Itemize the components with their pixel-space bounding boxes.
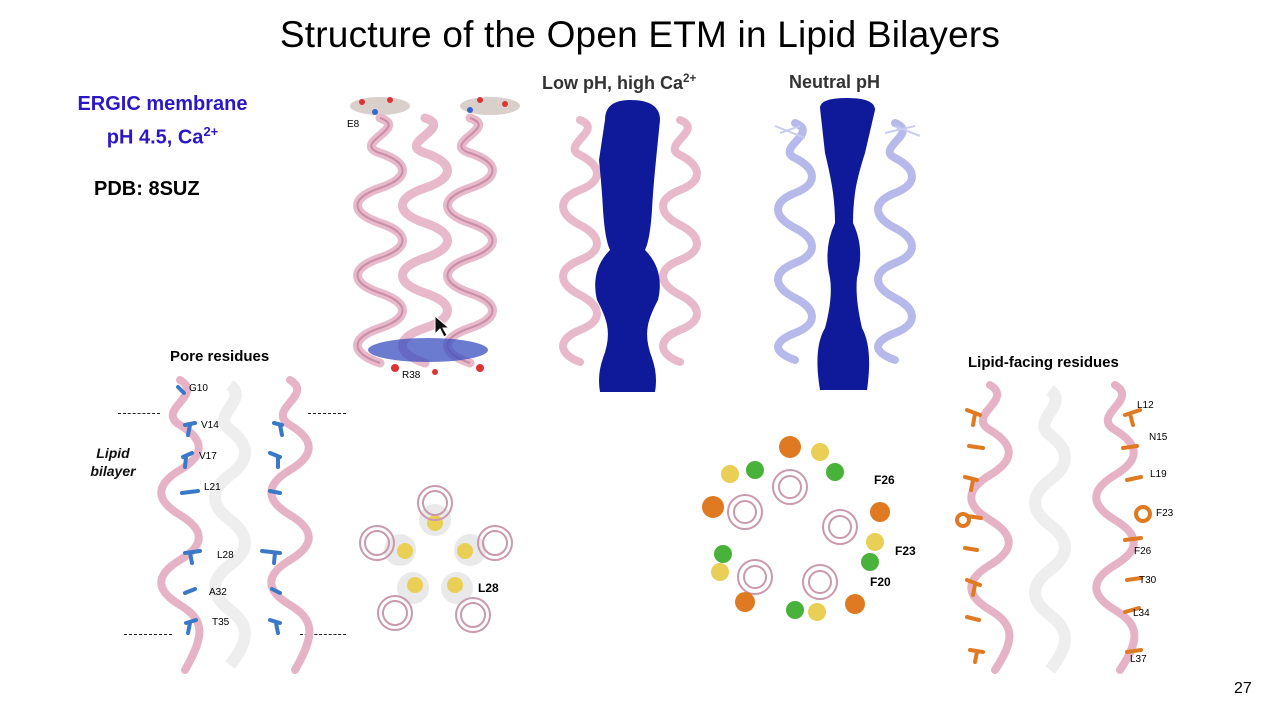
membrane-heading: ERGIC membrane pH 4.5, Ca2+ [40,90,285,152]
membrane-line2-sup: 2+ [203,124,219,139]
bilayer-boundary-top-right [308,413,346,414]
lipid-line1: Lipid [96,445,130,461]
top-view-f26-label: F26 [874,473,895,487]
pink-helices [157,376,314,674]
membrane-line1: ERGIC membrane [77,93,248,115]
pore-residue-a32: A32 [209,587,227,598]
lipid-facing-structure [955,381,1152,674]
orange-residues [702,436,890,614]
mouse-cursor-icon [434,314,451,338]
page-number: 27 [1234,680,1252,697]
pink-helices [559,116,701,366]
pore-residue-g10: G10 [189,383,208,394]
membrane-line2: pH 4.5, Ca2+ [40,118,285,152]
top-view-f20-label: F20 [870,575,891,589]
l28-sidechains [397,515,473,593]
pore-residues-title: Pore residues [170,348,270,365]
low-ph-label: Low pH, high Ca2+ [542,72,696,94]
pore-surface [817,98,875,390]
r38-residue-cluster [368,338,488,375]
pore-residues-structure [157,376,314,674]
low-ph-label-sup: 2+ [683,72,697,85]
lipid-residue-f26: F26 [1134,546,1152,557]
lipid-residue-l12: L12 [1137,400,1154,411]
green-residues [714,461,879,619]
top-view-l28-label: L28 [478,581,499,595]
lipid-line2: bilayer [90,463,136,479]
lipid-residue-f23: F23 [1156,508,1174,519]
pore-residue-l28: L28 [217,550,234,561]
lipid-residue-t30: T30 [1139,575,1157,586]
pore-residue-v14: V14 [201,420,219,431]
ensemble-lines [774,125,921,139]
pore-neutral-ph [774,98,921,390]
helix-edges [356,117,494,364]
pdb-id: PDB: 8SUZ [94,178,200,200]
bilayer-boundary-top-left [118,413,160,414]
lipid-facing-sidechains [955,408,1152,664]
residue-label-e8: E8 [347,119,360,130]
pore-low-ph [559,100,701,392]
neutral-ph-label: Neutral pH [789,72,881,92]
top-view-f23-label: F23 [895,544,916,558]
low-ph-label-text: Low pH, high Ca [542,73,683,93]
yellow-residues [711,443,884,621]
slide-title: Structure of the Open ETM in Lipid Bilay… [279,14,1001,55]
pore-residue-l21: L21 [204,482,221,493]
lipid-facing-title: Lipid-facing residues [968,354,1119,371]
faded-helices [1029,385,1071,674]
residue-label-r38: R38 [402,370,421,381]
pore-residue-t35: T35 [212,617,230,628]
bilayer-boundary-bottom-left [124,634,172,635]
pore-top-view [359,485,513,633]
helix-rings [359,485,513,633]
lipid-residue-l19: L19 [1150,469,1167,480]
membrane-line2-text: pH 4.5, Ca [106,126,204,149]
helix-rings [727,469,858,600]
lipid-residue-n15: N15 [1149,432,1168,443]
pore-surface [595,100,660,392]
pore-residue-v17: V17 [199,451,217,462]
faded-helices [209,380,251,669]
lipid-facing-top-view [702,436,890,621]
pink-helices [967,381,1139,674]
lavender-helices [774,119,916,364]
pore-residue-sidechains [176,385,284,635]
helix-bundle-open-etm [350,97,520,375]
e8-residue-cluster [350,97,520,115]
lipid-bilayer-label: Lipid bilayer [84,444,142,480]
lipid-residue-l37: L37 [1130,654,1147,665]
bilayer-boundary-bottom-right [300,634,346,635]
lipid-residue-l34: L34 [1133,608,1150,619]
